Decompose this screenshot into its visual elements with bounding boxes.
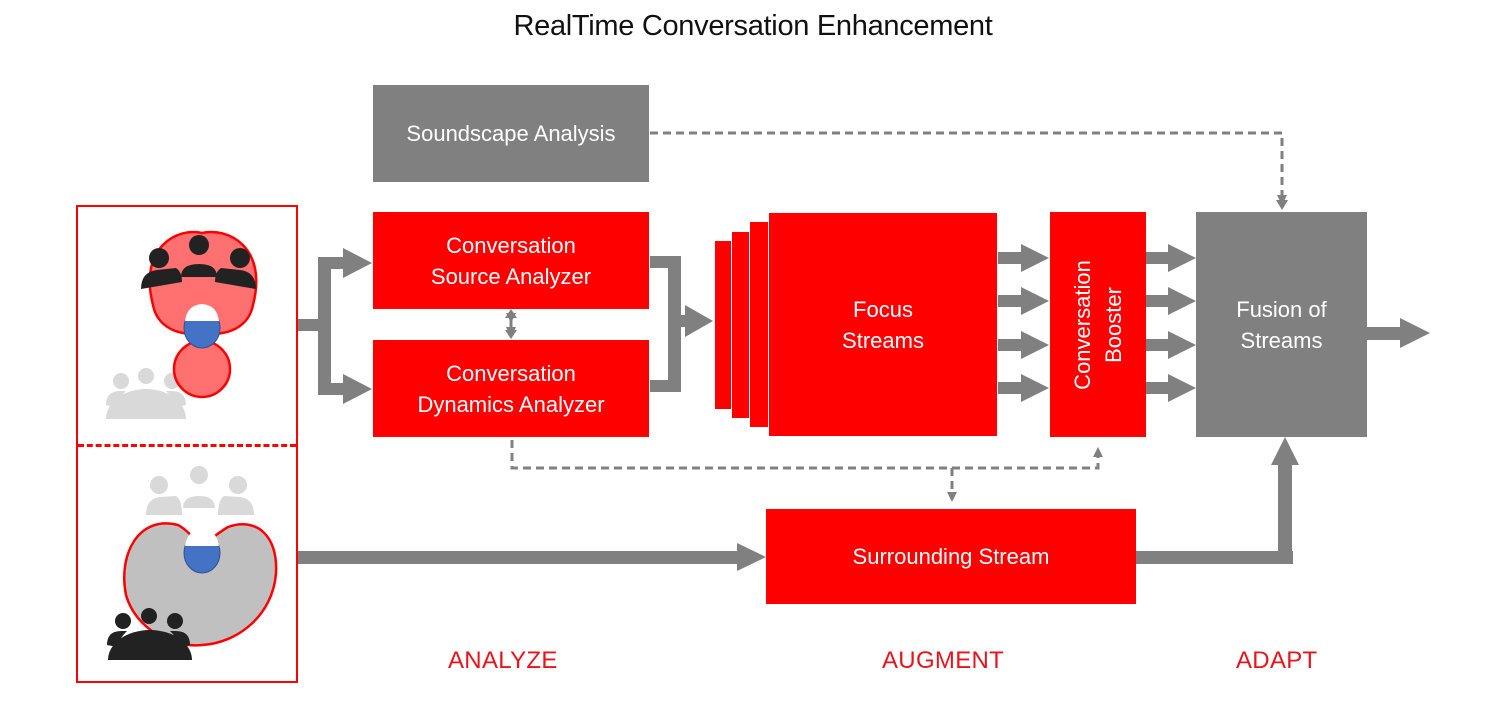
surrounding-scene — [107, 466, 278, 660]
booster-label-line2: Booster — [1101, 286, 1127, 363]
focus-stream-layer-2 — [750, 222, 768, 427]
arrow-to-dynamics-analyzer — [343, 374, 372, 404]
fork-top-shaft — [318, 257, 346, 269]
focus-beam — [148, 230, 258, 399]
focused-conversation-scene — [106, 230, 258, 419]
conversation-group-icon — [141, 235, 256, 289]
dynamics-analyzer-label-line1: Conversation — [446, 360, 576, 386]
panel-divider-dashed — [78, 444, 296, 447]
phase-label-adapt: ADAPT — [1236, 647, 1318, 674]
conversation-source-analyzer-block: Conversation Source Analyzer — [373, 212, 649, 309]
arrow-to-source-analyzer — [343, 248, 372, 278]
output-shaft — [1367, 327, 1403, 340]
diagram-title: RealTime Conversation Enhancement — [513, 10, 993, 42]
surrounding-stream-label: Surrounding Stream — [852, 544, 1050, 569]
background-group-icon — [146, 466, 254, 515]
soundscape-analysis-block: Soundscape Analysis — [373, 85, 649, 182]
merge-vertical — [668, 256, 681, 392]
arrow-to-focus-streams — [685, 305, 713, 337]
focus-stream-layer-3 — [732, 232, 749, 418]
fusion-top-head — [1276, 200, 1288, 210]
fusion-of-streams-block: Fusion of Streams — [1196, 212, 1367, 437]
focus-stream-layer-4 — [715, 241, 731, 409]
background-group-icon — [106, 368, 186, 419]
arrow-to-fusion-bottom — [1271, 437, 1299, 465]
analyzer-link-up-head — [505, 309, 517, 318]
focus-streams-label-line2: Streams — [842, 327, 924, 353]
source-analyzer-label-line1: Conversation — [446, 232, 576, 258]
focus-streams-label-line1: Focus — [853, 296, 913, 322]
surrounding-stream-block: Surrounding Stream — [766, 509, 1136, 604]
fork-stem — [298, 319, 324, 331]
output-arrow — [1400, 318, 1430, 348]
source-analyzer-label-line2: Source Analyzer — [430, 263, 592, 289]
fork-vertical — [318, 257, 331, 395]
fusion-label-line2: Streams — [1240, 327, 1323, 353]
conversation-booster-block: Conversation Booster — [1050, 212, 1146, 437]
surround-output-h — [1136, 551, 1293, 564]
dynamics-analyzer-label-line2: Dynamics Analyzer — [417, 391, 605, 417]
focus-streams-block: Focus Streams — [769, 213, 997, 436]
conversation-dynamics-analyzer-block: Conversation Dynamics Analyzer — [373, 340, 649, 437]
dynamics-to-booster-dashed — [510, 440, 1103, 470]
fusion-label-line1: Fusion of — [1236, 296, 1327, 322]
listener-head-icon — [183, 304, 221, 349]
booster-to-fusion-arrows — [1146, 244, 1196, 402]
soundscape-to-fusion-dashed — [650, 131, 1287, 205]
merge-bottom — [650, 380, 680, 392]
listener-head-icon — [183, 529, 221, 574]
booster-label-line1: Conversation — [1070, 259, 1096, 390]
surround-input-shaft — [298, 551, 740, 564]
surround-output-v — [1278, 462, 1292, 564]
input-panel — [76, 205, 298, 683]
arrow-to-surrounding-stream — [737, 543, 766, 571]
analyzer-link-down-head — [505, 330, 517, 339]
phase-label-analyze: ANALYZE — [448, 647, 558, 674]
conversation-group-icon — [107, 608, 192, 660]
focus-to-booster-arrows — [998, 244, 1049, 402]
soundscape-analysis-label: Soundscape Analysis — [406, 121, 616, 146]
fork-bottom-shaft — [318, 383, 346, 395]
phase-label-augment: AUGMENT — [882, 647, 1005, 674]
